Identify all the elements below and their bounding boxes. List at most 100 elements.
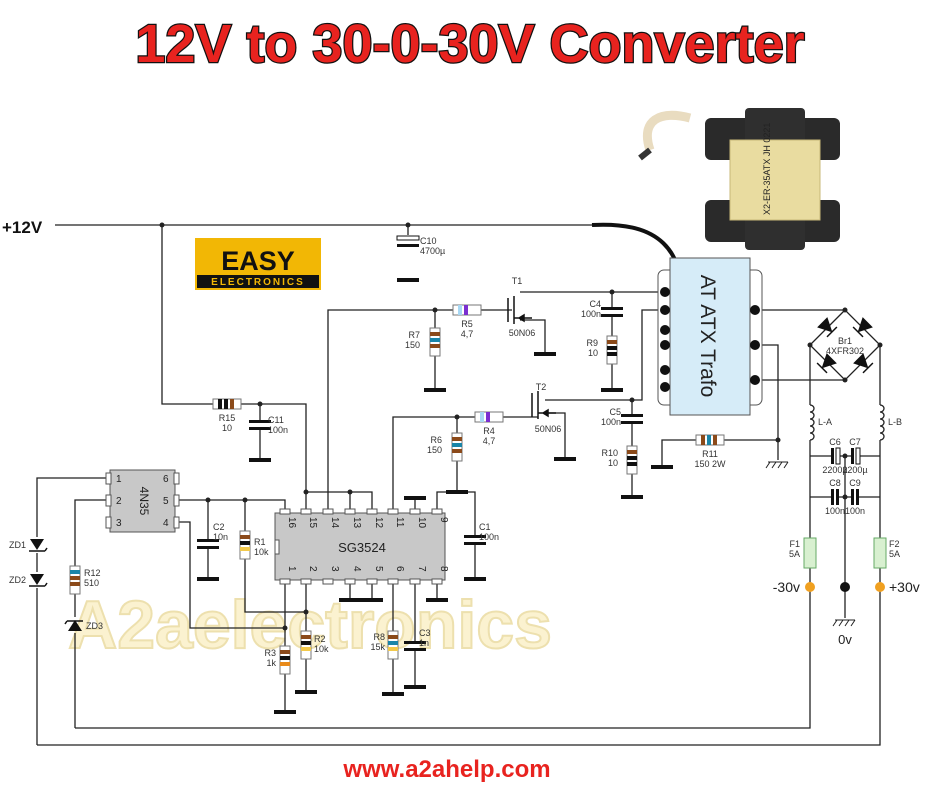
watermark: A2aelectronics	[68, 587, 552, 663]
transformer: AT ATX Trafo	[657, 257, 763, 416]
ic-pin-number: 9	[438, 517, 449, 523]
ground-icon	[446, 490, 468, 494]
ic-pin-number: 6	[394, 566, 405, 572]
component-ref: ZD2	[9, 575, 26, 585]
component-value: 4700µ	[420, 246, 445, 256]
ic-pin-number: 15	[307, 517, 318, 529]
ic-pin-number: 5	[373, 566, 384, 572]
neg-30v-label: -30v	[773, 579, 800, 595]
component-ref: R2	[314, 634, 326, 644]
component-value: 10	[608, 458, 618, 468]
ground-icon	[601, 388, 623, 392]
component-value: 150 2W	[694, 459, 726, 469]
ic-pin-number: 5	[163, 496, 169, 507]
ic-pin-number: 2	[116, 496, 122, 507]
component-ref: C9	[849, 478, 861, 488]
ground-icon	[361, 598, 383, 602]
photo-marking: X2-ER-35ATX JH 0221	[762, 123, 772, 215]
footer-url[interactable]: www.a2ahelp.com	[342, 756, 550, 783]
component-value: 10	[222, 423, 232, 433]
component-ref: T1	[512, 276, 523, 286]
output-terminals: -30v +30v 0v	[773, 579, 920, 647]
ic-pin-number: 11	[394, 517, 405, 528]
component-ref: C1	[479, 522, 491, 532]
component-value: 5A	[789, 549, 800, 559]
component-value: 4,7	[483, 436, 496, 446]
ground-icon	[249, 458, 271, 462]
component-ref: R1	[254, 537, 266, 547]
component-ref: C7	[849, 437, 861, 447]
ground-icon	[424, 388, 446, 392]
component-value: 15k	[370, 642, 385, 652]
component-ref: R7	[408, 330, 420, 340]
component-value: 100n	[268, 425, 288, 435]
component-value: 4XFR302	[826, 346, 864, 356]
component-value: 5A	[889, 549, 900, 559]
component-ref: C8	[829, 478, 841, 488]
ground-icon	[197, 577, 219, 581]
component-value: 4,7	[461, 329, 474, 339]
component-ref: R10	[601, 448, 618, 458]
component-ref: R3	[264, 648, 276, 658]
resistor-r4: R44,7	[474, 411, 504, 446]
component-ref: R8	[373, 632, 385, 642]
component-ref: C10	[420, 236, 437, 246]
component-ref: F1	[789, 539, 800, 549]
ic-pin-number: 4	[351, 566, 362, 572]
pos-30v-terminal	[875, 582, 885, 592]
component-ref: C6	[829, 437, 841, 447]
ground-icon	[404, 496, 426, 500]
inductor-la: L-A	[809, 404, 832, 441]
component-value: 50N06	[509, 328, 536, 338]
ic-pin-number: 12	[373, 517, 384, 529]
pos-30v-label: +30v	[889, 579, 920, 595]
component-value: 100n	[601, 417, 621, 427]
zener-zd1: ZD1	[9, 539, 48, 552]
component-value: 10n	[213, 532, 228, 542]
ground-icon	[397, 278, 419, 282]
component-value: 10	[588, 348, 598, 358]
ic-pin-number: 7	[416, 566, 427, 572]
ground-terminal	[840, 582, 850, 592]
component-ref: R5	[461, 319, 473, 329]
component-value: 1n	[419, 638, 429, 648]
ic-pin-number: 8	[438, 566, 449, 572]
ground-icon	[554, 457, 576, 461]
component-ref: C3	[419, 628, 431, 638]
ground-icon	[382, 692, 404, 696]
component-ref: ZD1	[9, 540, 26, 550]
component-ref: C4	[589, 299, 601, 309]
svg-text:EASY: EASY	[221, 246, 295, 276]
inductor-lb: L-B	[879, 404, 902, 441]
component-ref: R4	[483, 426, 495, 436]
svg-text:ELECTRONICS: ELECTRONICS	[211, 277, 305, 288]
ground-icon	[464, 577, 486, 581]
ic-pin-number: 3	[329, 566, 340, 572]
easy-electronics-logo: EASY ELECTRONICS	[195, 238, 321, 290]
ic-pin-number: 1	[116, 474, 122, 485]
transformer-photo: X2-ER-35ATX JH 0221	[638, 108, 840, 250]
component-ref: C5	[609, 407, 621, 417]
component-value: 10k	[314, 644, 329, 654]
ground-icon	[426, 598, 448, 602]
transformer-label: AT ATX Trafo	[696, 275, 719, 398]
component-value: 50N06	[535, 424, 562, 434]
component-ref: R15	[219, 413, 236, 423]
